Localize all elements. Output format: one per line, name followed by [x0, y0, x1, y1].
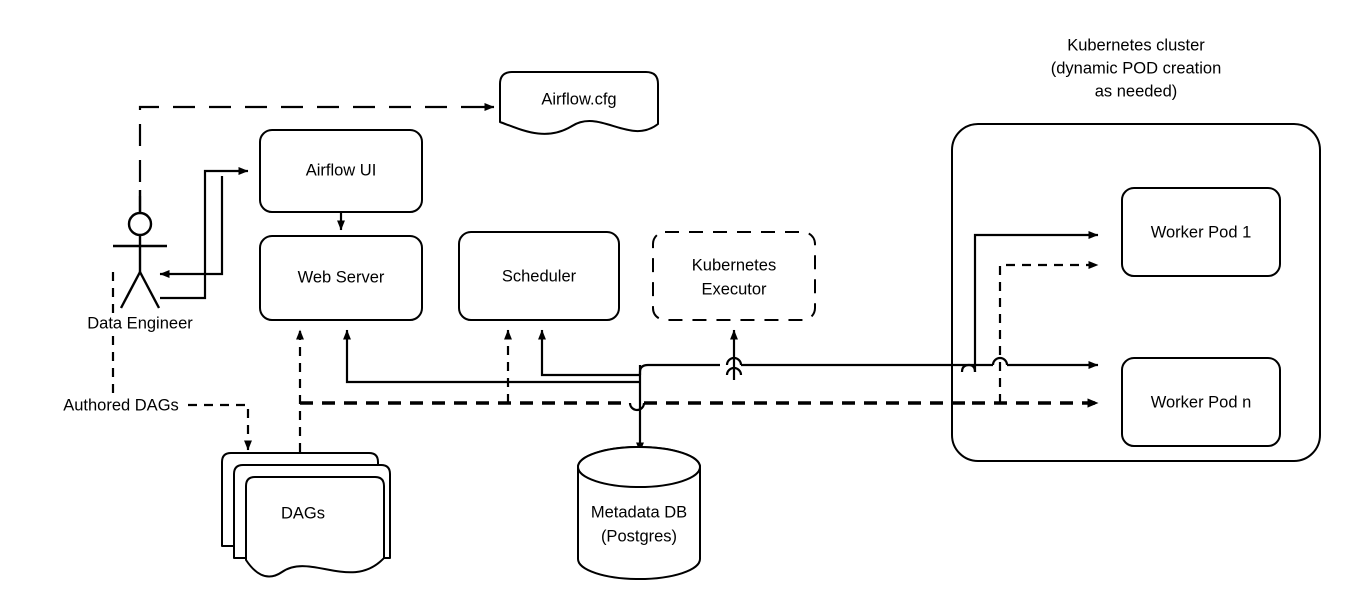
airflow-ui-box[interactable]: [259, 129, 423, 213]
scheduler-box[interactable]: [458, 231, 620, 321]
node-data-engineer[interactable]: Data Engineer: [74, 190, 206, 333]
kubernetes-executor-box[interactable]: [652, 231, 816, 321]
data-engineer-head-icon[interactable]: [127, 211, 153, 237]
scheduler-label: Scheduler: [502, 267, 577, 285]
web-server-box[interactable]: [259, 235, 423, 321]
edge-dags-bus-jump: [628, 402, 646, 412]
metadata-db-label-line-2: (Postgres): [601, 527, 677, 545]
node-worker-pod-1[interactable]: Worker Pod 1: [1121, 187, 1281, 277]
web-server-label: Web Server: [298, 268, 385, 286]
kubernetes-executor-label-line-1: Kubernetes: [692, 256, 776, 274]
edge-db-to-scheduler-path: [538, 329, 640, 377]
node-worker-pod-n[interactable]: Worker Pod n: [1121, 357, 1281, 447]
airflow-ui-label: Airflow UI: [306, 161, 377, 179]
node-metadata-db[interactable]: Metadata DB (Postgres): [577, 446, 701, 580]
authored-dags-label: Authored DAGs: [63, 396, 179, 414]
dags-label: DAGs: [281, 504, 325, 522]
node-web-server[interactable]: Web Server: [259, 235, 423, 321]
airflow-cfg-label: Airflow.cfg: [541, 90, 616, 108]
edge-engineer-to-airflow-cfg-path: [138, 105, 470, 218]
metadata-db-cylinder-top[interactable]: [577, 446, 701, 488]
edge-web-server-to-engineer-path: [159, 176, 224, 278]
authored-dags-label-backing: [56, 395, 186, 415]
edge-db-to-web-server: [343, 329, 640, 384]
edge-db-to-web-server-path: [343, 329, 640, 384]
metadata-db-label-line-1: Metadata DB: [591, 503, 687, 521]
data-engineer-label: Data Engineer: [87, 314, 193, 332]
kubernetes-cluster-caption: Kubernetes cluster (dynamic POD creation…: [1051, 36, 1222, 100]
edge-db-to-scheduler: [538, 329, 640, 377]
node-airflow-ui[interactable]: Airflow UI: [259, 129, 423, 213]
node-kubernetes-executor[interactable]: Kubernetes Executor: [652, 231, 816, 321]
cluster-caption-line-1: Kubernetes cluster: [1067, 36, 1205, 54]
node-scheduler[interactable]: Scheduler: [458, 231, 620, 321]
edge-executor-bus-start: [638, 363, 720, 375]
data-engineer-left-leg: [119, 271, 142, 309]
edge-web-server-to-engineer: [159, 176, 224, 278]
node-airflow-cfg[interactable]: Airflow.cfg: [499, 71, 659, 135]
edge-executor-riser-bend: [960, 363, 977, 373]
edge-executor-to-workers: [638, 231, 1099, 375]
edge-db-executor-jump: [725, 366, 743, 376]
node-dags[interactable]: DAGs: [221, 452, 391, 578]
edge-executor-bus-jump-2: [991, 356, 1009, 366]
edge-db-to-kubernetes-executor: [725, 329, 743, 380]
data-engineer-right-leg: [138, 271, 161, 309]
cluster-caption-line-3: as needed): [1095, 82, 1178, 100]
worker-pod-1-label: Worker Pod 1: [1151, 223, 1252, 241]
edge-engineer-to-airflow-ui-path: [160, 167, 249, 300]
data-engineer-label-backing: [74, 313, 206, 333]
edge-executor-bus-jump-1: [725, 356, 743, 366]
edge-engineer-to-airflow-cfg: [138, 103, 495, 218]
worker-pod-n-label: Worker Pod n: [1151, 393, 1252, 411]
dags-stack-front[interactable]: [245, 476, 385, 578]
cluster-caption-line-2: (dynamic POD creation: [1051, 59, 1222, 77]
edge-engineer-to-airflow-ui: [160, 167, 249, 300]
edge-label-authored-dags: Authored DAGs: [56, 395, 186, 415]
edge-dags-bus-to-workers: [300, 261, 1099, 412]
airflow-cfg-document-shape[interactable]: [499, 71, 659, 135]
worker-pod-n-box[interactable]: [1121, 357, 1281, 447]
kubernetes-executor-label-line-2: Executor: [701, 280, 767, 298]
edge-executor-to-worker-pod-1: [973, 231, 1099, 372]
worker-pod-1-box[interactable]: [1121, 187, 1281, 277]
